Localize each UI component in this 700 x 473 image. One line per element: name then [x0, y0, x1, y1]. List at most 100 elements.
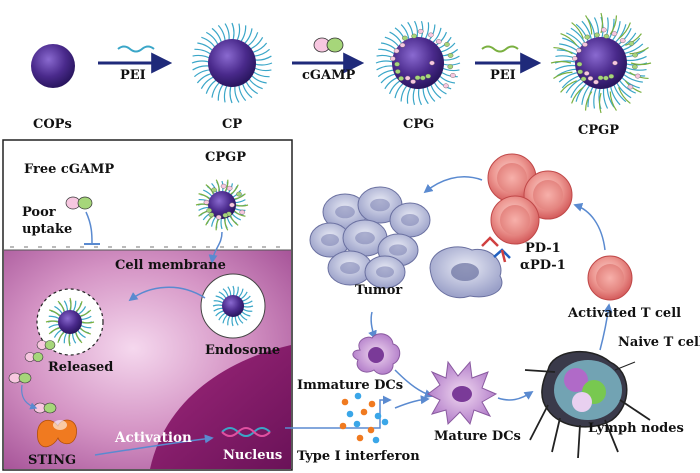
cgamp-dot: [211, 187, 217, 193]
cgamp-dot: [239, 209, 246, 215]
cgamp-dot: [582, 42, 588, 47]
cp-particle: [191, 22, 273, 104]
cgamp-dot: [429, 60, 435, 66]
sting-to-nucleus-arrow: [94, 434, 214, 456]
cycle-arrow-mature-to-lymph: [497, 391, 534, 401]
label-sting: STING: [28, 453, 77, 468]
cgamp-dot: [425, 73, 431, 79]
cycle-arrow-interferon-to-mature: [394, 395, 430, 409]
polymer-strand: [234, 210, 246, 217]
interferon-dot: [353, 420, 361, 428]
cgamp-dot: [594, 32, 600, 38]
cgamp-dot: [444, 41, 450, 47]
tumor-cluster: [309, 186, 431, 289]
cgamp-dot: [394, 61, 400, 67]
cgamp-dot: [402, 35, 408, 41]
interferon-dot: [346, 410, 354, 418]
polymer-strand: [618, 87, 631, 104]
polymer-strand: [609, 15, 618, 35]
blocked-uptake-arrow: [85, 211, 93, 244]
lymph-node: [524, 350, 651, 459]
polymer-strand: [75, 301, 83, 313]
cgamp-dot: [420, 75, 426, 81]
polymer-strand: [79, 327, 91, 335]
label-lymph-nodes: Lymph nodes: [588, 421, 684, 436]
polymer-strand: [598, 92, 602, 114]
label-cpg: CPG: [403, 117, 435, 132]
polymer-strand: [224, 179, 229, 192]
polymer-strand: [629, 47, 649, 55]
cgamp-dot: [236, 191, 242, 197]
cgamp-dot: [576, 61, 583, 67]
t-cell-3: [490, 195, 540, 245]
cgamp-dot: [222, 212, 229, 218]
t-cell-2: [523, 170, 573, 220]
cgamp-dot: [583, 70, 590, 76]
cgamp-dot: [447, 64, 454, 70]
cgamp-dot: [206, 208, 212, 213]
interferon-dot: [381, 418, 389, 426]
polymer-strand: [618, 22, 631, 40]
pei-strand-icon: [117, 45, 155, 53]
polymer-strand: [585, 15, 593, 35]
naive-t-cell-pointer: [614, 361, 636, 371]
label-activation: Activation: [115, 430, 192, 446]
interferon-dot: [354, 392, 362, 400]
cgamp-dot: [611, 31, 618, 37]
cgamp-dot: [390, 56, 396, 62]
released-vesicle: [36, 288, 104, 356]
panel-cpgp-particle: [195, 179, 249, 231]
polymer-strand: [553, 71, 573, 79]
tumor-nucleus: [401, 214, 419, 226]
polymer-strand: [235, 204, 249, 207]
nucleus-shape: [150, 345, 291, 469]
label-cpgp: CPGP: [578, 123, 619, 138]
polymer-strand: [560, 33, 578, 46]
polymer-strand: [80, 309, 92, 317]
interferon-dot: [341, 398, 349, 406]
polymer-strand: [69, 297, 72, 311]
type1-interferon-dots: [339, 392, 389, 444]
label-mature-dcs: Mature DCs: [434, 429, 521, 444]
polymer-strand: [75, 332, 83, 344]
cgamp-dot: [619, 38, 626, 44]
endosome-to-released-arrow: [128, 286, 206, 302]
cgamp-dot: [603, 75, 609, 81]
cgamp-dot: [398, 76, 404, 81]
label-panel-cpgp: CPGP: [205, 150, 246, 165]
cgamp-dot: [603, 33, 610, 39]
label-nucleus: Nucleus: [223, 448, 283, 463]
cgamp-dot: [628, 41, 635, 46]
interferon-dot: [368, 400, 376, 408]
label-cp: CP: [222, 117, 243, 132]
cycle-arrow-activated-to-tcells: [573, 203, 606, 251]
label-immature-dcs: Immature DCs: [297, 378, 404, 393]
cgamp-dot: [393, 48, 400, 54]
cgamp-dot: [417, 28, 424, 34]
polymer-strand: [234, 193, 246, 200]
interferon-dot: [372, 436, 380, 444]
cgamp-dot: [208, 212, 215, 218]
polymer-strand: [45, 320, 59, 323]
cgamp-dot: [395, 69, 401, 74]
free-cgamp-molecule: [65, 196, 93, 210]
polymer-strand: [625, 33, 642, 46]
polymer-strand: [609, 91, 617, 111]
tumor-nucleus: [335, 205, 355, 219]
cgamp-dot: [411, 33, 417, 39]
cgamp-dot: [427, 32, 434, 38]
tumor-nucleus: [376, 266, 394, 278]
cgamp-dot: [593, 79, 599, 85]
interferon-dot: [367, 426, 375, 434]
label-type1-interferon: Type I interferon: [297, 449, 420, 464]
tumor-nucleus: [389, 244, 407, 256]
interferon-dot: [360, 408, 368, 416]
cgamp-dot: [203, 199, 210, 205]
label-apd1: αPD-1: [520, 258, 566, 273]
polymer-strand: [205, 184, 214, 195]
polymer-strand: [230, 184, 239, 195]
polymer-strand: [224, 218, 229, 231]
label-free-cgamp: Free cGAMP: [24, 162, 115, 177]
